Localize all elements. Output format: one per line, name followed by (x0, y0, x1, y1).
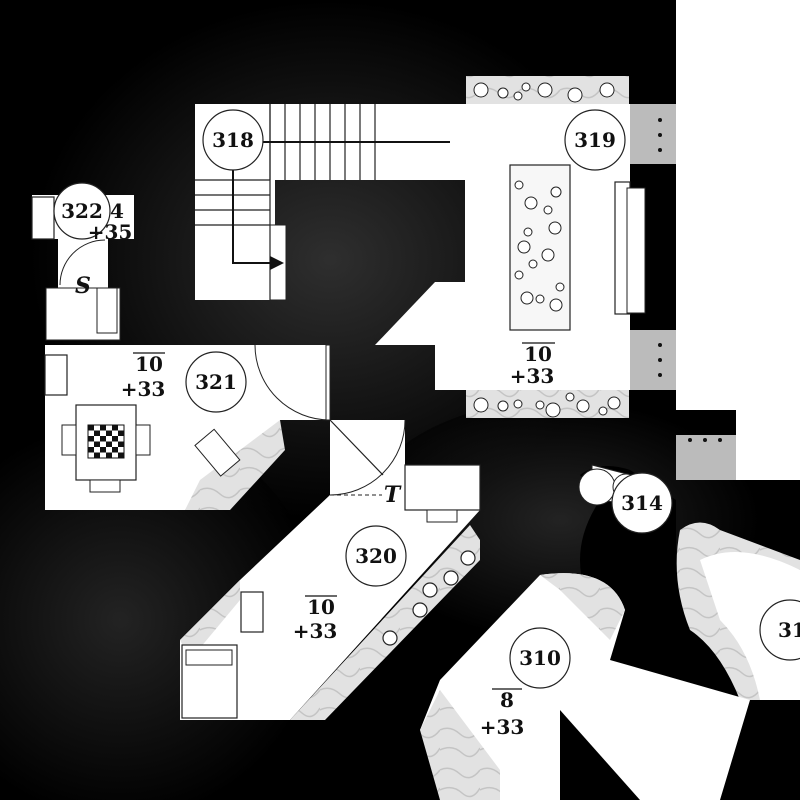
chair-322 (31, 196, 55, 240)
bed-pillows (185, 649, 233, 666)
stone-block-right (676, 435, 736, 480)
stone-block-bottom (630, 330, 676, 390)
chess-board (87, 424, 125, 459)
room-319-connector (375, 282, 465, 345)
marble-310-bottom (420, 690, 500, 800)
outer-floor-area-2 (736, 410, 800, 480)
room-320-marble-2 (180, 580, 240, 660)
outer-floor-area (676, 0, 800, 410)
room-31x-label: 31 (778, 618, 800, 642)
table-items (514, 180, 565, 312)
trap-marker: T (384, 482, 402, 508)
stone-block-top (630, 104, 676, 164)
wheel-314 (578, 468, 616, 506)
elev-321-bottom: +33 (121, 377, 166, 401)
room-321-label: 321 (195, 370, 237, 394)
room-circles (53, 109, 800, 689)
room-321-marble (185, 420, 285, 510)
elev-310-bottom: +33 (480, 715, 525, 739)
stool (426, 509, 458, 523)
chair-321 (44, 354, 68, 396)
chair-right (135, 424, 151, 456)
elev-319-bottom: +33 (510, 364, 555, 388)
chair-bottom (89, 479, 121, 493)
door-swing-322 (59, 239, 106, 286)
room-322-passage (58, 239, 108, 289)
room-310-floor (420, 573, 750, 800)
room-320-label: 320 (355, 544, 397, 568)
door-320 (329, 419, 384, 476)
elev-322-bottom: +35 (88, 220, 133, 244)
pillar-row-top (473, 82, 615, 103)
elev-310-top: 8 (500, 688, 514, 712)
door-swing-321 (254, 344, 331, 421)
door-dots (658, 118, 722, 442)
elev-322-top: 4 (110, 199, 124, 223)
elev-320-top: 10 (307, 595, 335, 619)
side-bench (626, 187, 646, 314)
room-318-label: 318 (212, 128, 254, 152)
chair-left (61, 424, 77, 456)
room-319-label: 319 (574, 128, 616, 152)
room-322-label: 322 (61, 199, 103, 223)
room-314-label: 314 (621, 491, 663, 515)
stair-arrow (232, 145, 282, 264)
secret-door-marker: S (75, 273, 91, 299)
door-swing-320 (329, 419, 406, 496)
sigils (382, 550, 476, 646)
room-310-label: 310 (519, 646, 561, 670)
elev-319-top: 10 (524, 342, 552, 366)
crate (404, 464, 481, 511)
elev-321-top: 10 (135, 352, 163, 376)
marble-310-top (540, 573, 625, 640)
elev-320-bottom: +33 (293, 619, 338, 643)
rock-310 (560, 710, 640, 800)
door-321 (325, 344, 331, 421)
chair-320 (240, 591, 264, 633)
pillar-row-bottom (473, 392, 621, 418)
room-320-marble (290, 525, 480, 720)
stair-arrowhead (270, 256, 284, 270)
armchair-321 (194, 428, 241, 477)
bed-322 (96, 287, 118, 334)
floor-31x (700, 552, 800, 700)
